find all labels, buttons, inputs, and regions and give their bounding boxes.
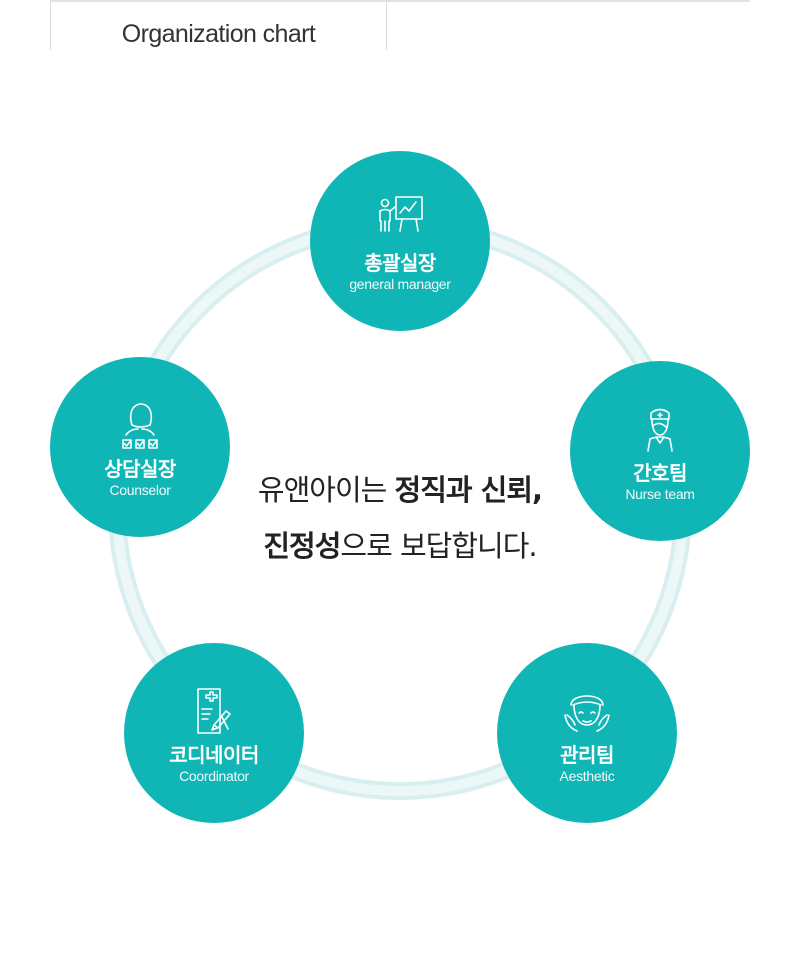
node-coordinator[interactable]: 코디네이터 Coordinator (124, 643, 304, 823)
node-title-ko: 코디네이터 (169, 743, 259, 767)
tab-organization-chart[interactable]: Organization chart (50, 2, 387, 50)
slogan-line-2-normal: 으로 보답합니다. (340, 529, 537, 563)
nurse-icon (630, 399, 690, 459)
face-care-icon (557, 681, 617, 741)
slogan-line-2-bold: 진정성 (263, 529, 341, 563)
tab-strip: Organization chart (50, 0, 750, 50)
slogan-line-1-normal: 유앤아이는 (257, 473, 395, 507)
node-counselor[interactable]: 상담실장 Counselor (50, 357, 230, 537)
slogan-line-2: 진정성으로 보답합니다. (170, 518, 630, 574)
medical-form-icon (184, 681, 244, 741)
node-title-ko: 간호팀 (633, 461, 687, 485)
node-title-en: Counselor (109, 482, 171, 498)
node-title-en: Coordinator (179, 768, 249, 784)
node-title-ko: 상담실장 (104, 457, 176, 481)
center-slogan: 유앤아이는 정직과 신뢰, 진정성으로 보답합니다. (170, 462, 630, 574)
presentation-board-icon (370, 189, 430, 249)
node-title-en: Aesthetic (559, 768, 615, 784)
node-title-ko: 총괄실장 (364, 251, 436, 275)
node-title-ko: 관리팀 (560, 743, 614, 767)
node-title-en: general manager (349, 276, 451, 292)
node-nurse-team[interactable]: 간호팀 Nurse team (570, 361, 750, 541)
tab-label: Organization chart (121, 19, 316, 48)
node-aesthetic[interactable]: 관리팀 Aesthetic (497, 643, 677, 823)
slogan-line-1: 유앤아이는 정직과 신뢰, (170, 462, 630, 518)
node-title-en: Nurse team (625, 486, 695, 502)
node-general-manager[interactable]: 총괄실장 general manager (310, 151, 490, 331)
slogan-line-1-bold: 정직과 신뢰, (394, 473, 544, 507)
counselor-checklist-icon (110, 395, 170, 455)
